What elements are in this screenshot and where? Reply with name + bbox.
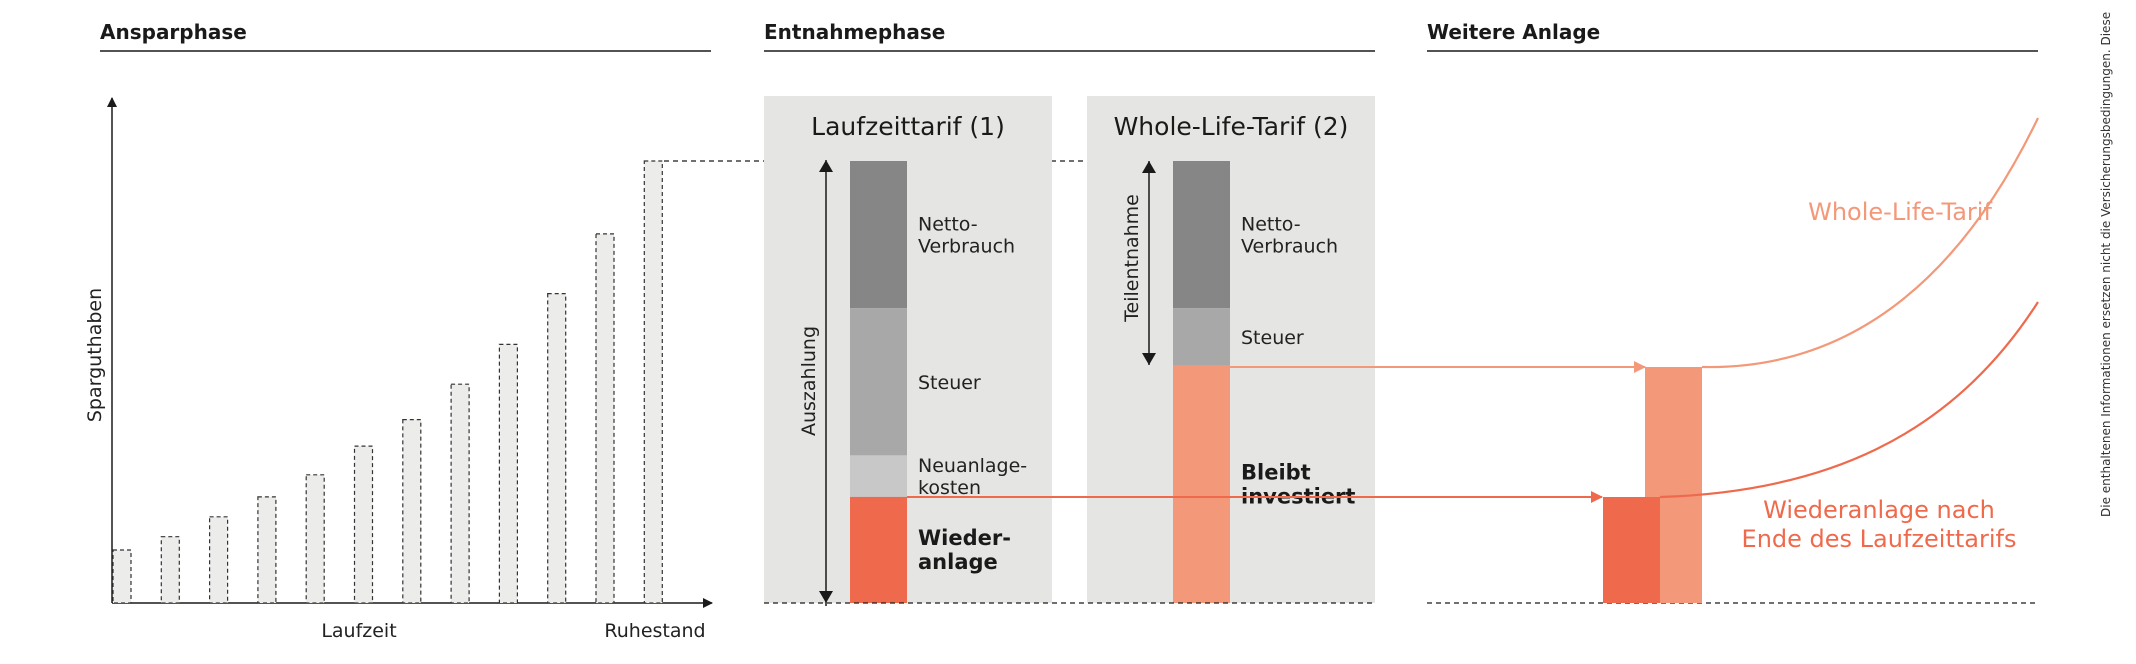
accumulation-bar	[450, 383, 470, 604]
whole-life-tariff-panel: Whole-Life-Tarif (2) Netto-VerbrauchSteu…	[1087, 96, 1375, 603]
further-investment-bars	[1603, 367, 1702, 603]
stack-segment	[850, 308, 907, 456]
section-header-weitere-anlage: Weitere Anlage	[1427, 20, 2038, 52]
section-title: Weitere Anlage	[1427, 20, 1600, 44]
segment-label: Netto-Verbrauch	[918, 214, 1015, 258]
stack-segment	[1173, 161, 1230, 309]
stack-segment	[850, 455, 907, 497]
accumulation-bar	[209, 516, 229, 604]
whole-life-growth-curve	[1701, 117, 2039, 369]
panel-background	[764, 96, 1052, 603]
arrow-head-up-icon	[1142, 161, 1156, 173]
arrow-head-down-icon	[819, 591, 833, 603]
segment-label: Steuer	[1241, 327, 1304, 349]
withdrawal-label: Teilentnahme	[1121, 194, 1143, 323]
reinvest-curve-label-line2: Ende des Laufzeittarifs	[1742, 525, 2017, 553]
segment-label: Steuer	[918, 372, 981, 394]
accumulation-bar	[160, 536, 180, 604]
stack-segment	[1173, 308, 1230, 366]
x-axis-end-label: Ruhestand	[604, 620, 705, 642]
accumulation-bar	[353, 445, 374, 604]
accumulation-bar	[547, 293, 567, 604]
accumulation-bar	[498, 343, 518, 604]
y-axis-label: Sparguthaben	[84, 288, 106, 422]
section-title: Ansparphase	[100, 20, 247, 44]
panel-background	[1087, 96, 1375, 603]
reinvestment-bar	[1603, 497, 1660, 603]
segment-label: Wieder-anlage	[918, 526, 1011, 574]
accumulation-bar	[643, 160, 663, 604]
arrow-head-up-icon	[819, 160, 833, 172]
accumulation-bar	[257, 496, 277, 604]
stack-segment	[850, 496, 907, 603]
x-axis-label: Laufzeit	[321, 620, 396, 642]
panel-title: Whole-Life-Tarif (2)	[1114, 112, 1349, 141]
whole-life-curve-label: Whole-Life-Tarif	[1808, 198, 1992, 226]
accumulation-bar	[402, 419, 422, 604]
reinvestment-growth-curve	[1659, 301, 2039, 499]
accumulation-bar	[112, 549, 132, 604]
payout-label: Auszahlung	[798, 326, 820, 436]
section-title: Entnahmephase	[764, 20, 945, 44]
accumulation-bars	[112, 160, 663, 604]
accumulation-bar	[595, 233, 615, 604]
reinvest-curve-label-line1: Wiederanlage nach	[1763, 496, 1995, 524]
term-tariff-panel: Laufzeittarif (1) Netto-VerbrauchSteuerN…	[764, 96, 1052, 606]
accumulation-chart: Sparguthaben Laufzeit Ruhestand	[84, 97, 713, 642]
section-header-ansparphase: Ansparphase	[100, 20, 711, 52]
section-header-entnahmephase: Entnahmephase	[764, 20, 1375, 52]
panel-title: Laufzeittarif (1)	[811, 112, 1005, 141]
arrow-head-down-icon	[1142, 353, 1156, 365]
term-tariff-stack: Netto-VerbrauchSteuerNeuanlage-kostenWie…	[850, 161, 1027, 603]
accumulation-bar	[305, 474, 325, 604]
segment-label: Neuanlage-kosten	[918, 455, 1027, 499]
segment-label: Netto-Verbrauch	[1241, 214, 1338, 258]
disclaimer-text: Die enthaltenen Informationen ersetzen n…	[2099, 12, 2113, 517]
stack-segment	[850, 161, 907, 309]
stack-segment	[1173, 365, 1230, 603]
